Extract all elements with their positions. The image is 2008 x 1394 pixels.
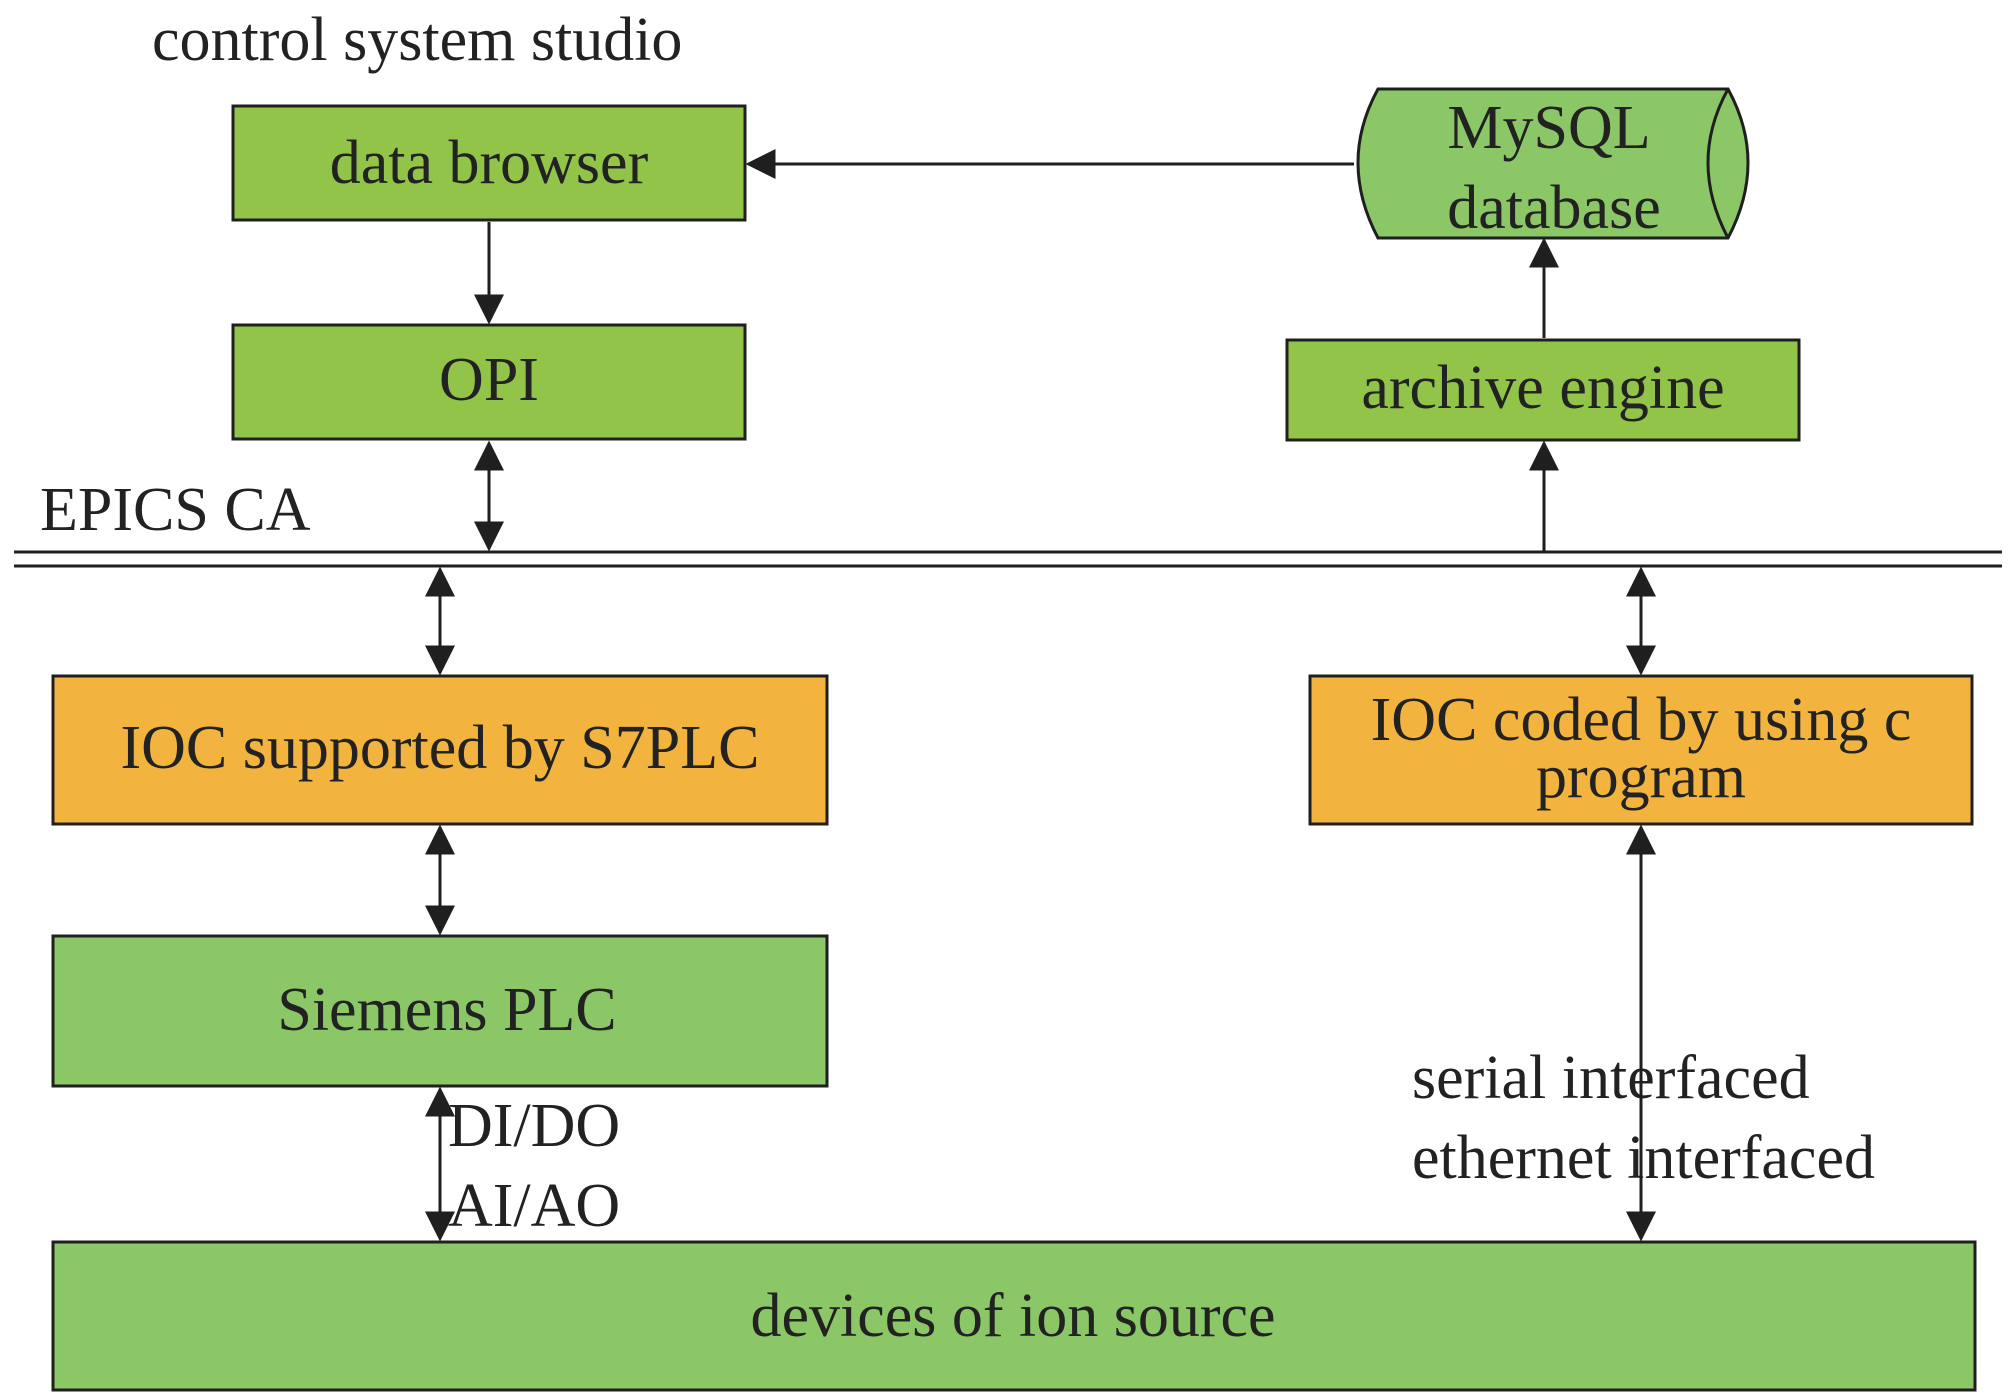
- data-browser-label: data browser: [330, 129, 649, 197]
- ioc-s7plc-node: IOC supported by S7PLC: [51, 674, 829, 826]
- devices-node: devices of ion source: [51, 1240, 1977, 1392]
- data-browser-node: data browser: [231, 104, 747, 222]
- archive-engine-label: archive engine: [1361, 354, 1724, 422]
- opi-node: OPI: [231, 323, 747, 441]
- di-do-label: DI/DO: [448, 1092, 620, 1160]
- siemens-plc-node: Siemens PLC: [51, 934, 829, 1088]
- siemens-plc-label: Siemens PLC: [277, 976, 616, 1044]
- ioc-s7plc-label: IOC supported by S7PLC: [121, 714, 760, 782]
- ai-ao-label: AI/AO: [448, 1172, 620, 1240]
- ethernet-interfaced-label: ethernet interfaced: [1412, 1124, 1875, 1192]
- epics-ca-label: EPICS CA: [40, 476, 311, 544]
- serial-interfaced-label: serial interfaced: [1412, 1044, 1810, 1112]
- ioc-c-program-node: IOC coded by using c program: [1308, 674, 1974, 826]
- database-label: database: [1447, 174, 1660, 242]
- epics-ca-bus: [14, 550, 2002, 568]
- ioc-c-line1-label: IOC coded by using c: [1371, 686, 1912, 754]
- mysql-label: MySQL: [1447, 94, 1650, 162]
- opi-label: OPI: [439, 346, 539, 414]
- mysql-database-node: MySQL database: [1356, 87, 1750, 242]
- control-system-studio-label: control system studio: [152, 6, 682, 74]
- ioc-c-line2-label: program: [1536, 743, 1746, 811]
- devices-label: devices of ion source: [750, 1282, 1275, 1350]
- archive-engine-node: archive engine: [1285, 338, 1801, 442]
